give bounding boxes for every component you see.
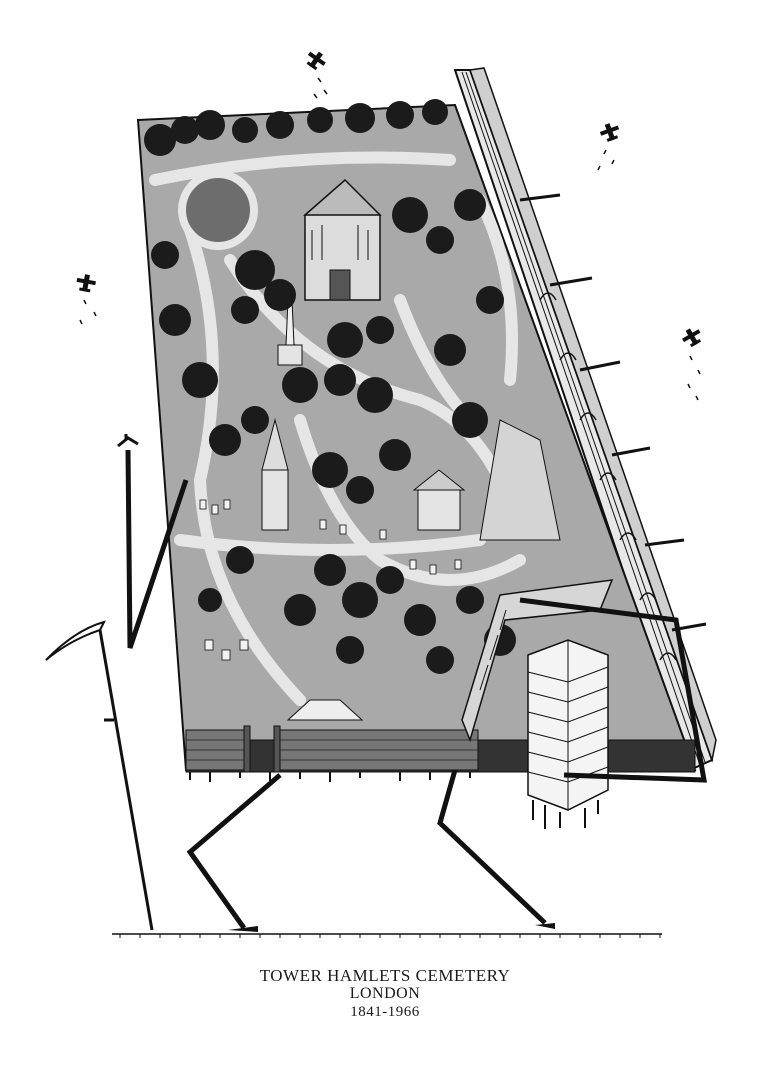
creature-limbs	[117, 434, 707, 930]
tower-block	[527, 639, 609, 829]
map-years: 1841-1966	[350, 1004, 420, 1020]
tree-clusters	[144, 99, 516, 674]
plane-icon	[76, 274, 96, 293]
chapel-icon	[303, 178, 382, 301]
map-city: LONDON	[349, 985, 421, 1002]
gothic-spire-icon	[261, 418, 289, 531]
foot-left	[228, 926, 258, 932]
mausoleum-icon	[412, 469, 466, 531]
ground-line	[112, 933, 662, 938]
railway-viaduct	[453, 67, 717, 772]
plane-icon	[306, 51, 326, 71]
plane-icon	[682, 328, 702, 348]
plane-icon	[599, 123, 620, 142]
gravestones	[199, 499, 462, 661]
cemetery-wall	[185, 725, 479, 773]
foot-right	[535, 923, 555, 929]
map-title: TOWER HAMLETS CEMETERY	[259, 966, 511, 985]
scythe-icon	[45, 620, 154, 931]
plane-icons	[76, 51, 702, 401]
